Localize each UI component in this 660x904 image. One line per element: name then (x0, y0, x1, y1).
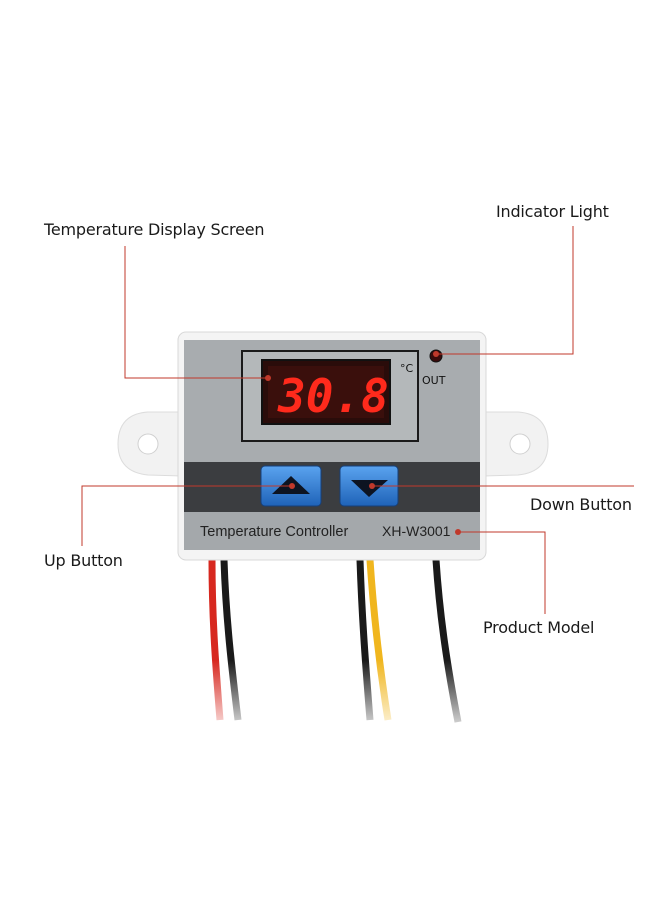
controller-name-label: Temperature Controller (200, 524, 348, 540)
out-label: OUT (422, 374, 446, 387)
dot-indicator (433, 351, 439, 357)
unit-label: °C (400, 362, 414, 375)
leader-model (458, 531, 546, 614)
leader-indicator (436, 226, 574, 355)
leader-display (124, 246, 268, 379)
lcd-reading: 30.8 (277, 369, 389, 423)
dot-down (369, 483, 375, 489)
right-ear-hole (509, 433, 531, 455)
callout-indicator-light: Indicator Light (496, 202, 609, 221)
button-strip (184, 462, 480, 512)
mounting-ears (117, 411, 549, 477)
leader-up (81, 485, 292, 546)
label-panel (184, 512, 480, 550)
left-ear-hole (137, 433, 159, 455)
model-label: XH-W3001 (382, 523, 451, 539)
dot-display (265, 375, 271, 381)
dot-up (289, 483, 295, 489)
callout-product-model: Product Model (483, 618, 595, 637)
wires (190, 559, 490, 740)
arrow-down-icon (351, 480, 388, 497)
callout-down-button: Down Button (530, 495, 632, 514)
callout-display-screen: Temperature Display Screen (44, 220, 265, 239)
callout-up-button: Up Button (44, 551, 123, 570)
dot-model (455, 529, 461, 535)
